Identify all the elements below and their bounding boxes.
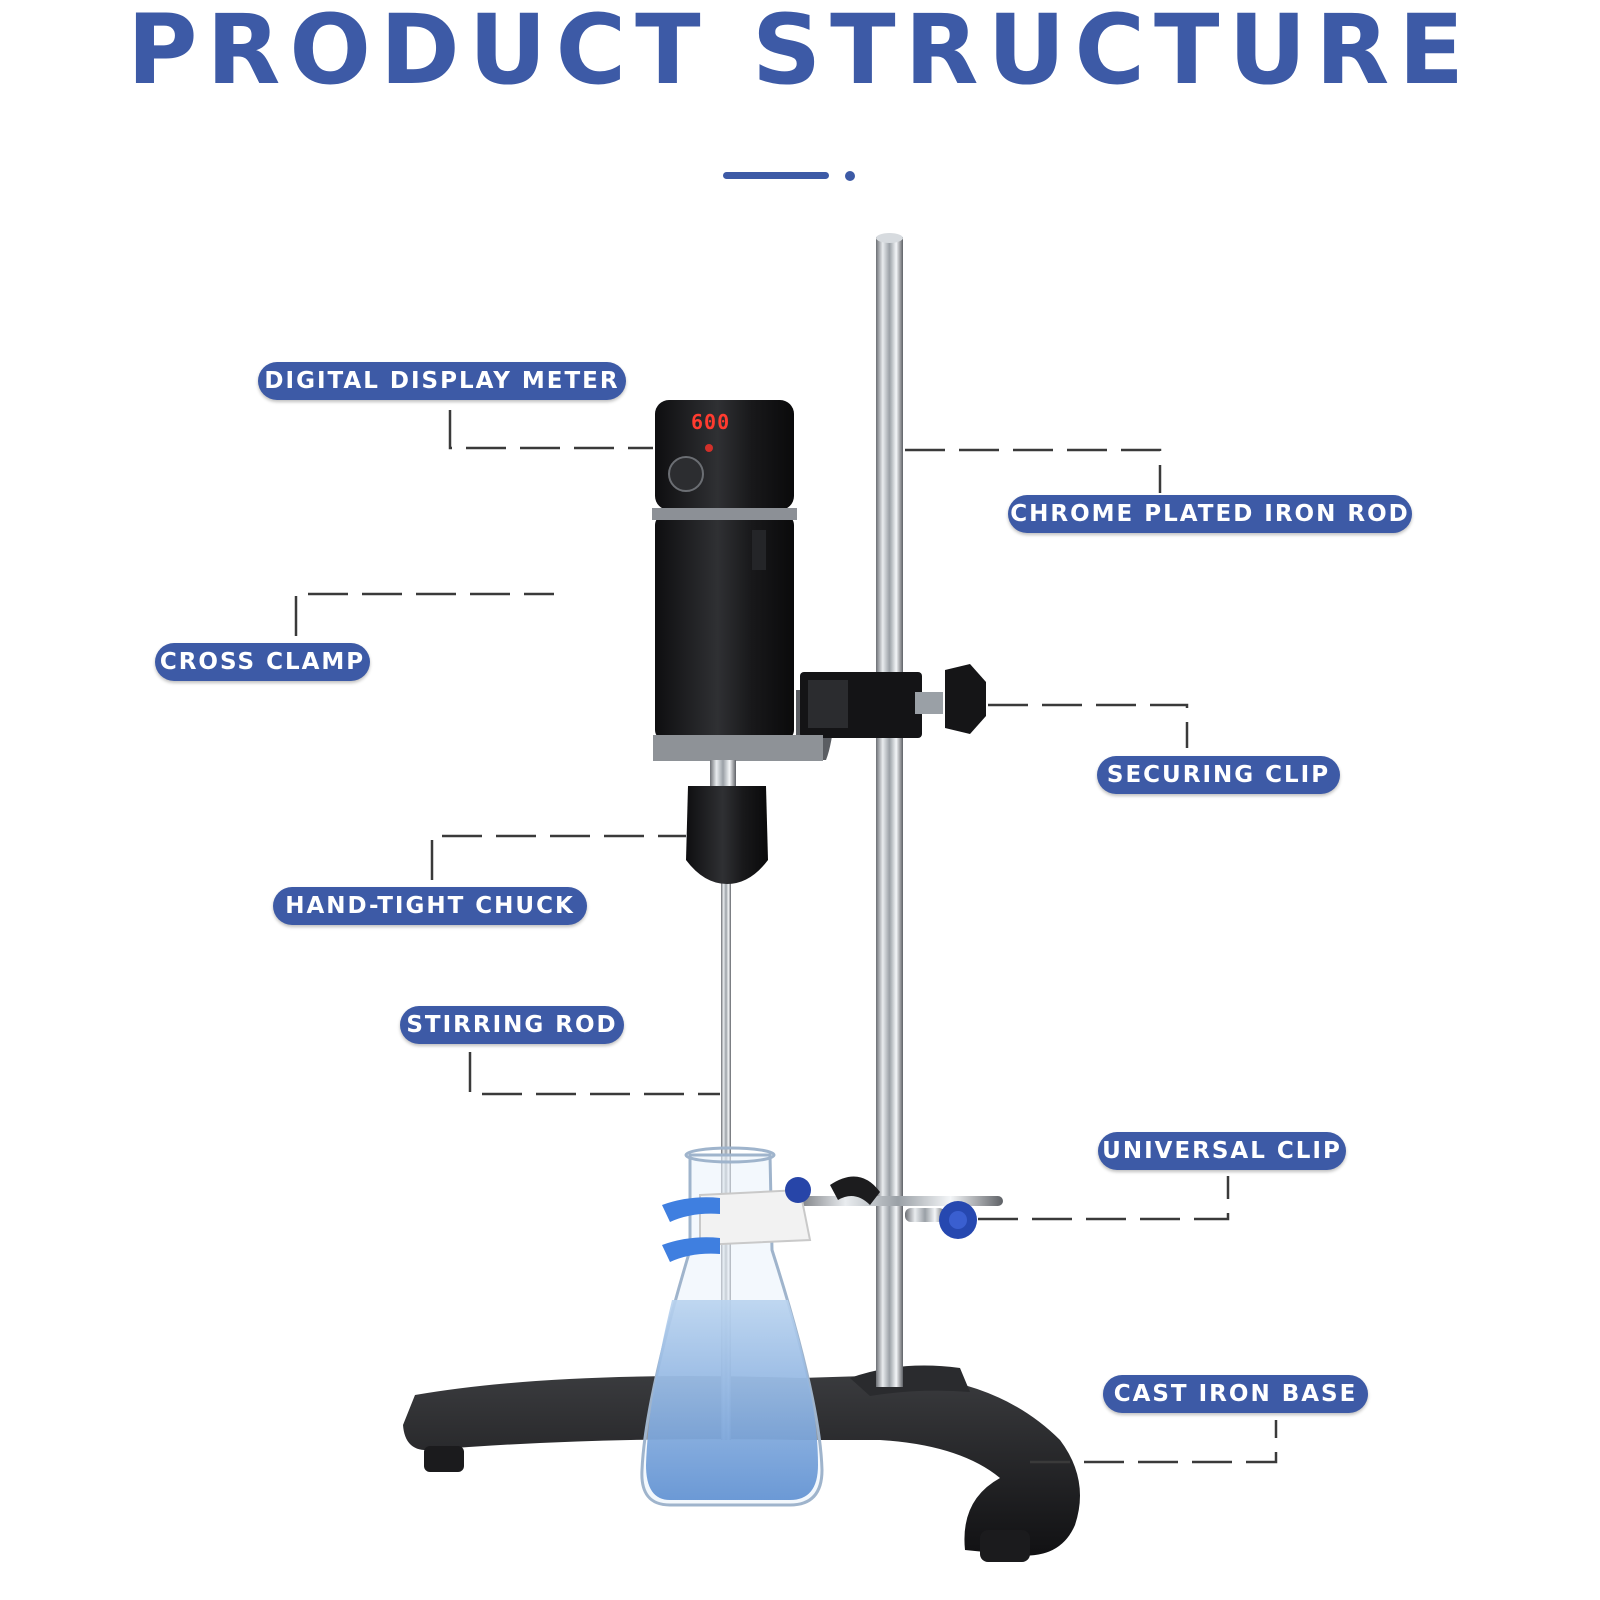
leader-universal-clip	[978, 1176, 1230, 1221]
leader-hand-tight-chuck	[430, 834, 686, 880]
label-digital-display-meter: DIGITAL DISPLAY METER	[258, 362, 626, 400]
cross-clamp-assembly	[796, 664, 986, 760]
title-underline-dot	[845, 171, 855, 181]
label-cross-clamp: CROSS CLAMP	[155, 643, 370, 681]
leader-cross-clamp	[294, 592, 554, 636]
stirrer-motor-body	[652, 400, 823, 761]
leader-digital-display-meter	[448, 410, 653, 450]
cast-iron-base	[403, 1365, 1080, 1562]
leader-cast-iron-base	[1030, 1420, 1278, 1464]
hand-tight-chuck	[686, 760, 768, 884]
leader-securing-clip	[988, 703, 1189, 748]
label-hand-tight-chuck: HAND-TIGHT CHUCK	[273, 887, 587, 925]
label-chrome-plated-iron-rod: CHROME PLATED IRON ROD	[1008, 495, 1412, 533]
leader-stirring-rod	[468, 1052, 720, 1096]
label-universal-clip: UNIVERSAL CLIP	[1098, 1132, 1346, 1170]
label-cast-iron-base: CAST IRON BASE	[1103, 1375, 1368, 1413]
label-securing-clip: SECURING CLIP	[1097, 756, 1340, 794]
leader-lines	[294, 410, 1278, 1464]
title-underline-dash	[723, 172, 829, 179]
erlenmeyer-flask	[640, 1146, 824, 1507]
chrome-plated-iron-rod	[876, 233, 903, 1387]
page-title: PRODUCT STRUCTURE	[127, 0, 1473, 106]
universal-clip-assembly	[662, 1176, 1003, 1262]
label-stirring-rod: STIRRING ROD	[400, 1006, 624, 1044]
leader-chrome-plated-iron-rod	[905, 448, 1162, 493]
display-reading: 600	[691, 410, 731, 434]
